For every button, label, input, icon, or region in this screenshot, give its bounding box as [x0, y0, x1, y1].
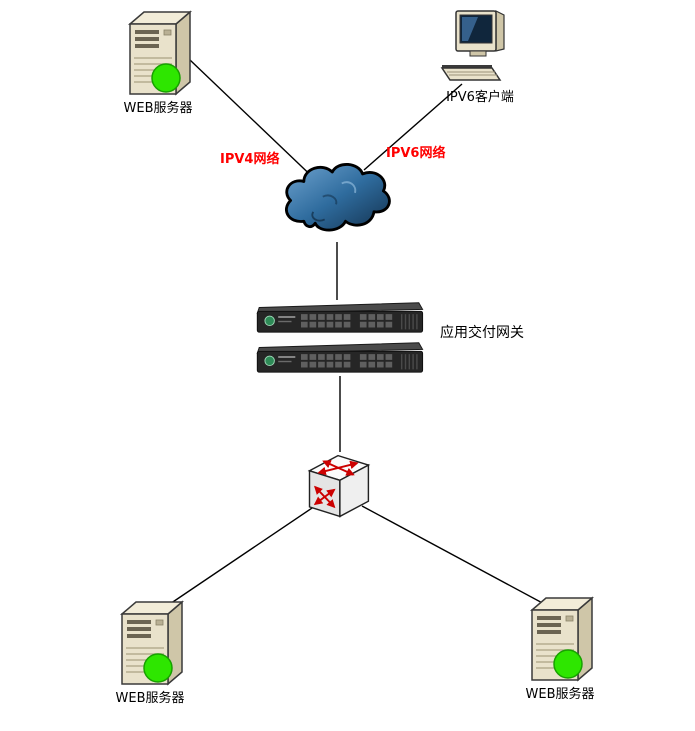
node-switch: [298, 448, 378, 524]
rack-appliance-icon-1: [253, 298, 425, 336]
node-internet-cloud: [275, 155, 399, 245]
edge-switch-left-server: [157, 503, 319, 613]
edge-switch-right-server: [361, 505, 549, 607]
cloud-icon: [275, 155, 399, 245]
desktop-computer-icon: [438, 5, 522, 89]
web-server-left-label: WEB服务器: [115, 691, 185, 706]
ipv6-client-label: IPV6客户端: [446, 90, 514, 105]
ipv4-network-label: IPV4网络: [220, 152, 280, 167]
node-web-server-right: WEB服务器: [520, 594, 600, 702]
web-server-right-label: WEB服务器: [525, 687, 595, 702]
gateway-label: 应用交付网关: [440, 325, 524, 341]
node-web-server-left: WEB服务器: [110, 598, 190, 706]
node-ipv6-client: IPV6客户端: [438, 5, 522, 105]
server-tower-icon: [110, 598, 190, 690]
edge-client-cloud: [363, 83, 463, 171]
switch-icon: [298, 448, 378, 524]
web-server-top-label: WEB服务器: [123, 101, 193, 116]
node-web-server-top: WEB服务器: [118, 8, 198, 116]
node-gateway-stack: [253, 298, 425, 376]
server-tower-icon: [520, 594, 600, 686]
ipv6-network-label: IPV6网络: [386, 146, 446, 161]
server-tower-icon: [118, 8, 198, 100]
rack-appliance-icon-2: [253, 338, 425, 376]
edge-webserver-cloud: [189, 59, 323, 187]
